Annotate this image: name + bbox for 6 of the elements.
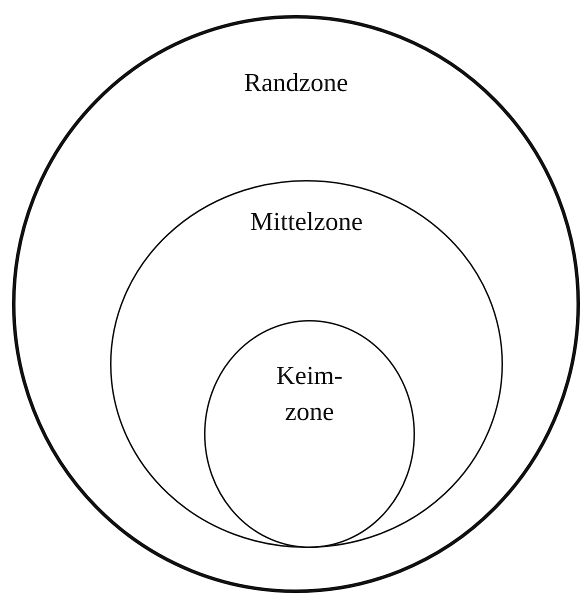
zone-circle (12, 15, 580, 593)
zone-label: Keim- zone (275, 360, 344, 428)
zone-circle (204, 320, 415, 548)
zone-circle (110, 180, 503, 548)
zone-label: Mittelzone (249, 206, 364, 238)
zone-label: Randzone (243, 67, 349, 99)
